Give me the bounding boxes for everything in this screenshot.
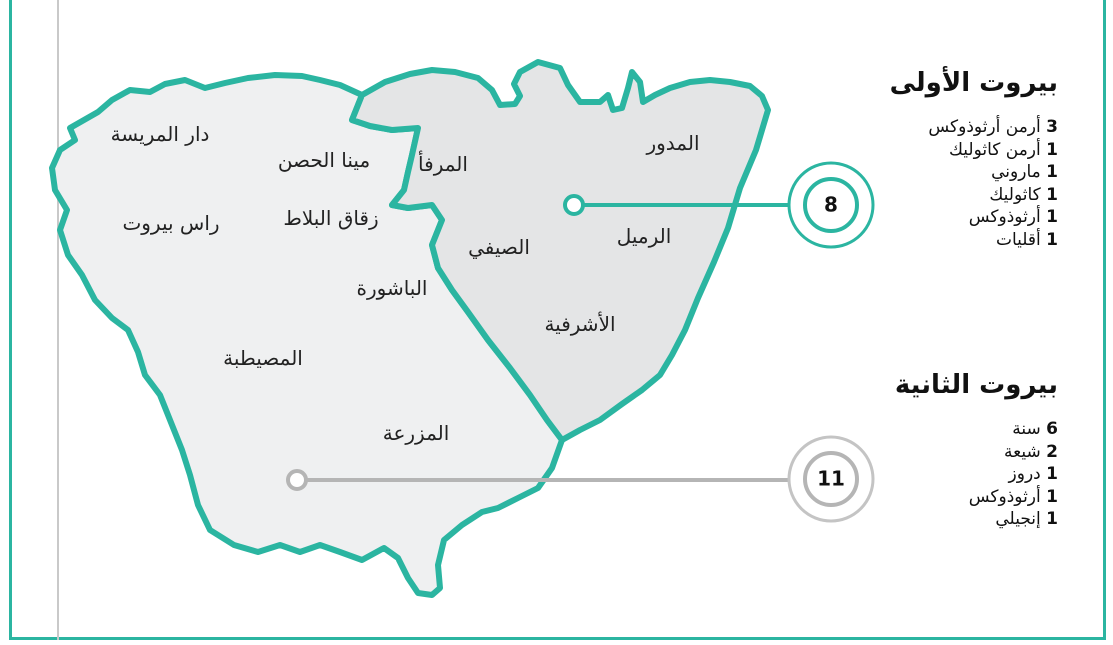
district-marfaa: المرفأ xyxy=(418,150,468,176)
seat-item: 3 أرمن أرثوذوكس xyxy=(890,116,1058,139)
seat-label: إنجيلي xyxy=(995,509,1041,529)
seat-item: 1 أرثوذوكس xyxy=(895,486,1058,509)
seat-label: دروز xyxy=(1008,464,1041,484)
district-bachoura: الباشورة xyxy=(356,276,427,300)
seat-count: 6 xyxy=(1046,419,1058,439)
seat-count: 1 xyxy=(1046,184,1058,205)
beirut-second-badge[interactable] xyxy=(803,451,859,507)
seat-item: 6 سنة xyxy=(895,418,1058,441)
seat-item: 1 دروز xyxy=(895,463,1058,486)
district-saifi: الصيفي xyxy=(468,235,530,260)
beirut-first-area[interactable] xyxy=(349,59,771,443)
beirut-first-badge[interactable] xyxy=(803,177,859,233)
seat-item: 1 أرمن كاثوليك xyxy=(890,139,1058,162)
seat-count: 3 xyxy=(1046,117,1058,137)
seat-label: سنة xyxy=(1012,419,1041,439)
seat-item: 1 كاثوليك xyxy=(890,184,1058,207)
district-medawar: المدور xyxy=(645,131,699,155)
seat-item: 1 أرثوذوكس xyxy=(890,206,1058,229)
seat-count: 1 xyxy=(1046,229,1058,250)
beirut-second-seat-list: 6 سنة 2 شيعة 1 دروز 1 أرثوذوكس 1 إنجيلي xyxy=(895,418,1058,531)
district-rmeil: الرميل xyxy=(617,224,672,248)
seat-label: ماروني xyxy=(991,162,1041,182)
beirut-second-pin[interactable] xyxy=(286,469,308,491)
seat-item: 1 ماروني xyxy=(890,161,1058,184)
district-mazraa: المزرعة xyxy=(383,421,450,445)
seat-count: 2 xyxy=(1046,441,1058,462)
guide-line xyxy=(57,0,59,640)
district-achrafieh: الأشرفية xyxy=(544,312,615,336)
beirut-second-title: بيروت الثانية xyxy=(894,370,1058,400)
district-mina-el-hosn: مينا الحصن xyxy=(278,148,370,172)
seat-item: 1 أقليات xyxy=(890,229,1058,252)
seat-count: 1 xyxy=(1046,464,1058,484)
seat-item: 1 إنجيلي xyxy=(895,508,1058,531)
beirut-first-seat-count: 8 xyxy=(824,193,838,217)
seat-label: أرمن أرثوذوكس xyxy=(928,117,1041,137)
district-zuqaq-el-blat: زقاق البلاط xyxy=(283,206,378,230)
seat-label: كاثوليك xyxy=(989,184,1041,205)
beirut-first-seat-list: 3 أرمن أرثوذوكس 1 أرمن كاثوليك 1 ماروني … xyxy=(890,116,1058,251)
beirut-second-seat-count: 11 xyxy=(817,467,845,491)
seat-item: 2 شيعة xyxy=(895,441,1058,464)
beirut-first-panel: بيروت الأولى 3 أرمن أرثوذوكس 1 أرمن كاثو… xyxy=(890,68,1058,251)
seat-label: أرثوذوكس xyxy=(968,486,1041,507)
beirut-first-title: بيروت الأولى xyxy=(889,68,1058,98)
seat-count: 1 xyxy=(1046,207,1058,227)
beirut-second-panel: بيروت الثانية 6 سنة 2 شيعة 1 دروز 1 أرثو… xyxy=(895,370,1058,531)
map-frame xyxy=(9,0,1106,640)
seat-label: أرمن كاثوليك xyxy=(948,139,1041,160)
seat-label: أرثوذوكس xyxy=(968,207,1041,227)
district-ras-beirut: راس بيروت xyxy=(122,211,219,235)
seat-count: 1 xyxy=(1046,509,1058,529)
district-moussaitbeh: المصيطبة xyxy=(223,346,303,370)
seat-label: شيعة xyxy=(1004,441,1041,462)
seat-count: 1 xyxy=(1046,162,1058,182)
beirut-first-pin[interactable] xyxy=(563,194,585,216)
district-dar-el-mreisseh: دار المريسة xyxy=(111,122,210,146)
seat-count: 1 xyxy=(1046,139,1058,160)
seat-label: أقليات xyxy=(995,229,1041,250)
seat-count: 1 xyxy=(1046,486,1058,507)
beirut-second-area[interactable] xyxy=(49,72,565,598)
